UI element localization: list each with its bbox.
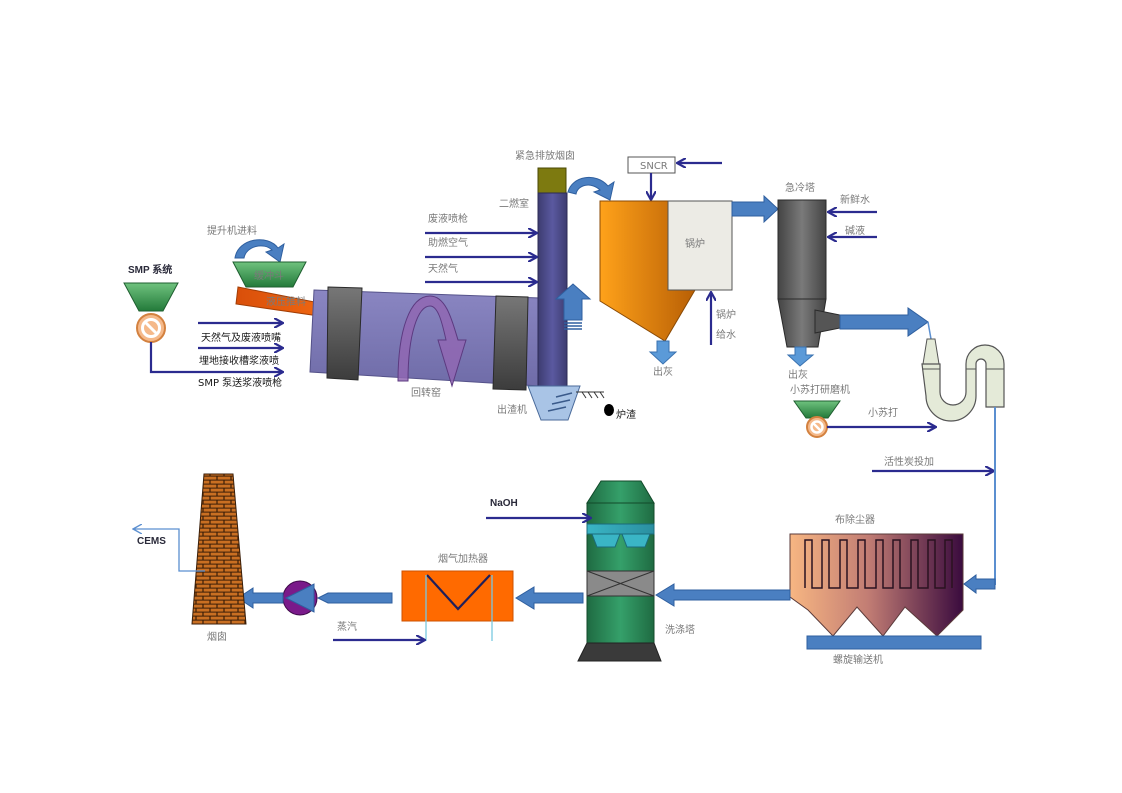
quench-tower-label: 急冷塔 — [785, 181, 815, 194]
emergency-stack-label: 紧急排放烟囱 — [515, 149, 575, 162]
furnace-slag-label: 炉渣 — [616, 408, 636, 421]
quench-to-absorber-arrow — [839, 307, 929, 337]
boiler-section: SNCR 锅炉 锅炉 给水 出灰 — [599, 156, 779, 378]
heater-coil — [426, 574, 491, 611]
stack-body — [191, 473, 247, 625]
cems-line — [134, 529, 205, 572]
baghouse-filter-bags — [804, 539, 953, 589]
natural-gas-label: 天然气 — [428, 262, 458, 275]
quench-tower: 急冷塔 新鲜水 碱液 出灰 — [777, 181, 932, 381]
slag-remover-label: 出渣机 — [497, 403, 527, 416]
baghouse: 布除尘器 螺旋输送机 — [655, 513, 982, 666]
baghouse-to-scrubber-arrow — [655, 583, 791, 607]
kiln-tire-right — [492, 295, 529, 391]
flue-gas-heater-label: 烟气加热器 — [438, 552, 488, 565]
boiler-feed-label-1: 锅炉 — [716, 309, 736, 321]
rotary-kiln-label: 回转窑 — [411, 386, 441, 399]
scrubber-nozzle-left — [591, 533, 621, 548]
smp-system-label: SMP 系统 — [128, 263, 172, 276]
ash-out-label-1: 出灰 — [653, 365, 673, 378]
slag-icon — [604, 404, 614, 416]
quench-tower-upper — [777, 199, 827, 300]
dry-absorber: 小苏打研磨机 小苏打 活性炭投加 — [790, 338, 1005, 594]
waste-liquid-gun-label: 废液喷枪 — [428, 212, 468, 225]
inlet-label-3: SMP 泵送浆液喷枪 — [198, 376, 282, 389]
ash-out-arrow-icon-1 — [648, 340, 678, 365]
absorber-nozzle — [922, 338, 940, 365]
smp-valve-icon[interactable] — [136, 313, 166, 343]
soda-mill-hopper — [793, 400, 841, 419]
baghouse-label: 布除尘器 — [835, 513, 875, 526]
elevator-feed-arrow-icon — [234, 239, 285, 263]
cems-label: CEMS — [137, 536, 166, 547]
sncr-label: SNCR — [640, 161, 668, 172]
ash-out-arrow-icon-2 — [786, 346, 815, 367]
inlet-label-1: 天然气及废液喷嘴 — [201, 331, 281, 344]
screw-conveyor-label: 螺旋输送机 — [833, 653, 883, 666]
buffer-hopper — [232, 261, 307, 288]
heater-to-pump-arrow — [316, 592, 393, 604]
induced-draft-fan-icon[interactable] — [282, 580, 318, 616]
scrubber-top — [586, 480, 655, 504]
fan-to-stack-arrow — [237, 587, 284, 609]
boiler-to-quench-arrow — [731, 194, 779, 224]
secondary-chamber-label: 二燃室 — [499, 197, 529, 210]
fresh-water-label: 新鲜水 — [840, 193, 870, 206]
ash-out-label-2: 出灰 — [788, 368, 808, 381]
buffer-hopper-label: 缓冲斗 — [254, 269, 284, 282]
kiln-inlets: 天然气及废液喷嘴 埋地接收槽浆液喷 SMP 泵送浆液喷枪 — [198, 323, 282, 389]
quench-tower-outlet — [814, 309, 841, 334]
stack: 烟囱 CEMS — [134, 473, 247, 643]
absorber-u-pipe — [921, 344, 1005, 422]
scrubber: NaOH 洗涤塔 — [486, 480, 695, 662]
smp-feed-line — [149, 342, 282, 372]
quench-connector — [927, 321, 932, 340]
activated-carbon-label: 活性炭投加 — [884, 455, 934, 468]
combustion-air-label: 助燃空气 — [428, 236, 468, 249]
steam-label: 蒸汽 — [337, 620, 357, 633]
rotary-kiln: 回转窑 — [309, 286, 541, 399]
soda-label: 小苏打 — [868, 406, 898, 419]
naoh-label: NaOH — [490, 498, 518, 509]
hydraulic-pusher-label: 液压推料 — [266, 295, 306, 308]
emergency-stack-cap — [537, 167, 567, 194]
scrubber-label: 洗涤塔 — [665, 623, 695, 636]
scrubber-nozzle-right — [621, 533, 651, 548]
alkali-liquid-label: 碱液 — [845, 224, 865, 237]
smp-hopper — [123, 282, 179, 312]
absorber-to-baghouse-arrow — [963, 574, 996, 594]
transfer-arrow-icon — [567, 177, 615, 201]
inlet-label-2: 埋地接收槽浆液喷 — [199, 354, 279, 367]
kiln-tire-left — [326, 286, 363, 381]
smp-system: SMP 系统 — [123, 263, 282, 372]
soda-mill-valve-icon[interactable] — [806, 416, 828, 438]
slag-remover: 出渣机 炉渣 — [497, 385, 636, 421]
boiler-label: 锅炉 — [685, 238, 705, 250]
flue-gas-heater: 烟气加热器 蒸汽 — [316, 552, 514, 641]
boiler-feed-label-2: 给水 — [716, 328, 736, 341]
scrubber-to-heater-arrow — [515, 586, 584, 610]
boiler-body — [667, 200, 733, 291]
upflow-arrow-icon — [554, 283, 592, 330]
heater-body — [401, 570, 514, 622]
elevator-feed-label: 提升机进料 — [207, 224, 257, 237]
screw-conveyor — [806, 635, 982, 650]
kiln-feed: 提升机进料 缓冲斗 液压推料 — [207, 224, 336, 319]
secondary-chamber-body — [537, 192, 568, 389]
soda-mill-label: 小苏打研磨机 — [790, 383, 850, 396]
quench-tower-cone — [777, 298, 827, 348]
rotation-arrow-icon — [397, 295, 467, 388]
scrubber-base — [577, 642, 662, 662]
stack-label: 烟囱 — [207, 630, 227, 643]
scrubber-spray-band — [586, 523, 655, 535]
